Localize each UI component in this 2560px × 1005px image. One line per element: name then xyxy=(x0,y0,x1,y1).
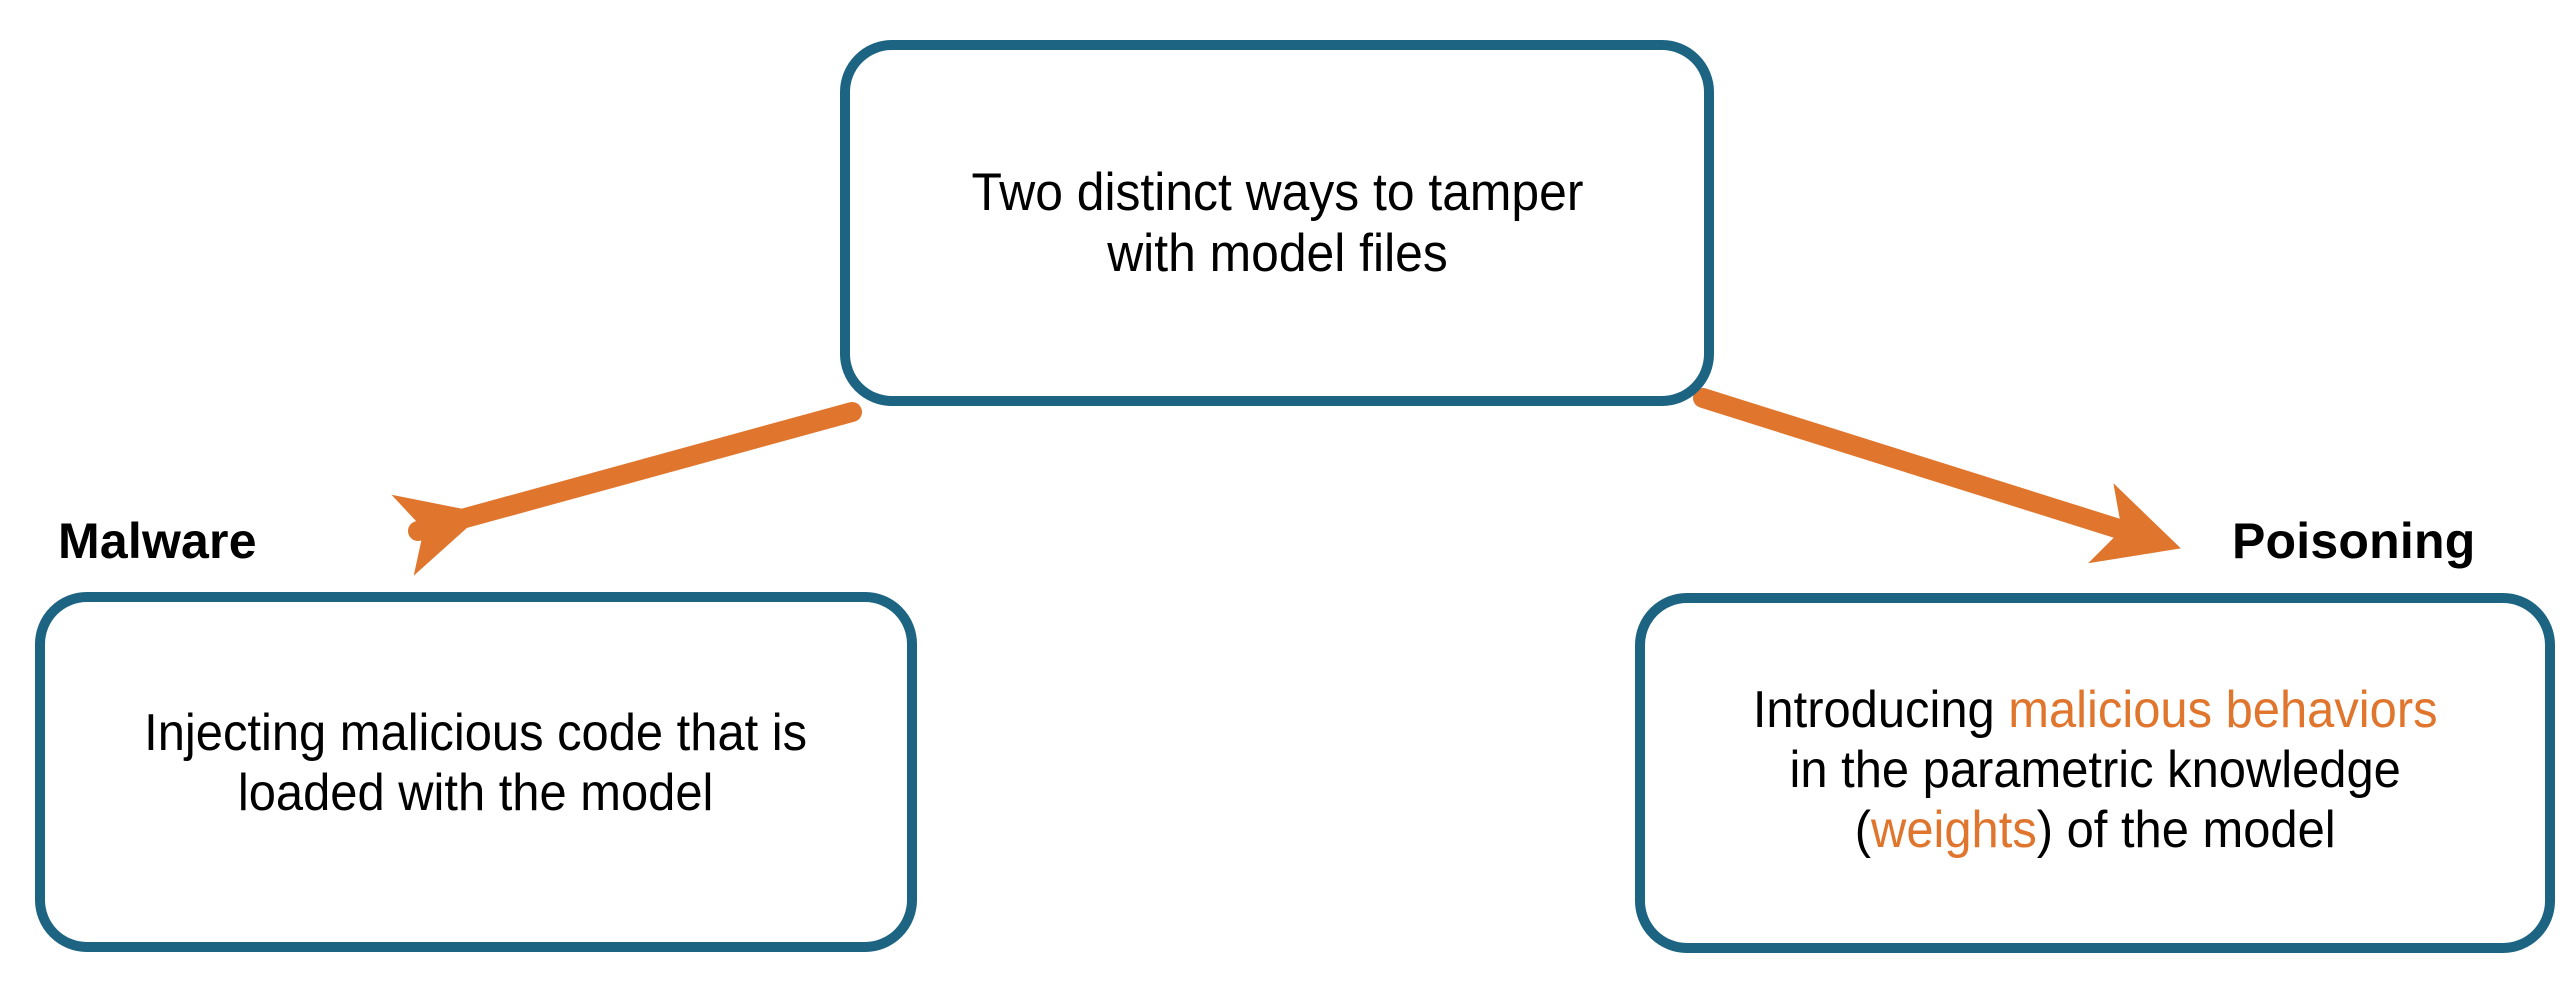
poisoning-node-text: Introducing malicious behaviors in the p… xyxy=(1726,680,2463,861)
arrow-down-right-icon xyxy=(1693,388,2181,564)
poisoning-text-seg-0: Introducing xyxy=(1752,680,2009,739)
poisoning-text-seg-3-highlight: weights xyxy=(1870,801,2037,860)
arrow-down-left-icon xyxy=(391,402,862,576)
malware-node[interactable]: Injecting malicious code that is loaded … xyxy=(35,592,917,952)
poisoning-text-seg-4: ) of the model xyxy=(2036,801,2336,860)
branch-label-malware: Malware xyxy=(58,513,257,569)
root-node-text: Two distinct ways to tamper with model f… xyxy=(971,162,1583,283)
poisoning-node[interactable]: Introducing malicious behaviors in the p… xyxy=(1635,593,2555,953)
branch-label-poisoning: Poisoning xyxy=(2232,513,2476,569)
poisoning-text-seg-2: in the parametric knowledge ( xyxy=(1789,740,2401,860)
poisoning-text-seg-1-highlight: malicious behaviors xyxy=(2008,680,2438,739)
malware-node-text: Injecting malicious code that is loaded … xyxy=(144,703,808,822)
root-node[interactable]: Two distinct ways to tamper with model f… xyxy=(840,40,1714,406)
